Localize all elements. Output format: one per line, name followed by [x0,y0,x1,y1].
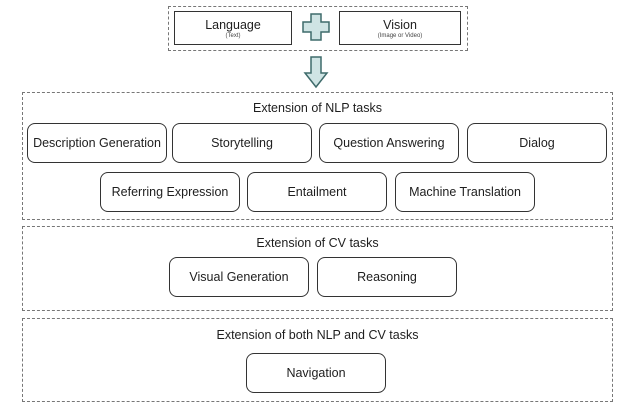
vision-sublabel: (Image or Video) [377,33,423,39]
both-section: Extension of both NLP and CV tasks Navig… [22,318,613,402]
nlp-section: Extension of NLP tasks Description Gener… [22,92,613,220]
vision-box: Vision (Image or Video) [339,11,461,45]
plus-icon [302,13,330,41]
down-arrow-icon [303,56,329,89]
task-dialog: Dialog [467,123,607,163]
cv-section-title: Extension of CV tasks [256,236,379,250]
language-label: Language [205,18,261,32]
cv-section: Extension of CV tasks Visual Generation … [22,226,613,311]
task-navigation: Navigation [246,353,386,393]
task-question-answering: Question Answering [319,123,459,163]
task-storytelling: Storytelling [172,123,312,163]
task-reasoning: Reasoning [317,257,457,297]
nlp-section-title: Extension of NLP tasks [252,101,382,115]
task-visual-generation: Visual Generation [169,257,309,297]
language-box: Language (Text) [174,11,292,45]
both-section-title: Extension of both NLP and CV tasks [216,328,419,342]
language-sublabel: (Text) [225,33,241,39]
vision-label: Vision [383,18,417,32]
task-machine-translation: Machine Translation [395,172,535,212]
input-group: Language (Text) Vision (Image or Video) [168,6,468,51]
task-referring-expression: Referring Expression [100,172,240,212]
task-entailment: Entailment [247,172,387,212]
task-description-generation: Description Generation [27,123,167,163]
